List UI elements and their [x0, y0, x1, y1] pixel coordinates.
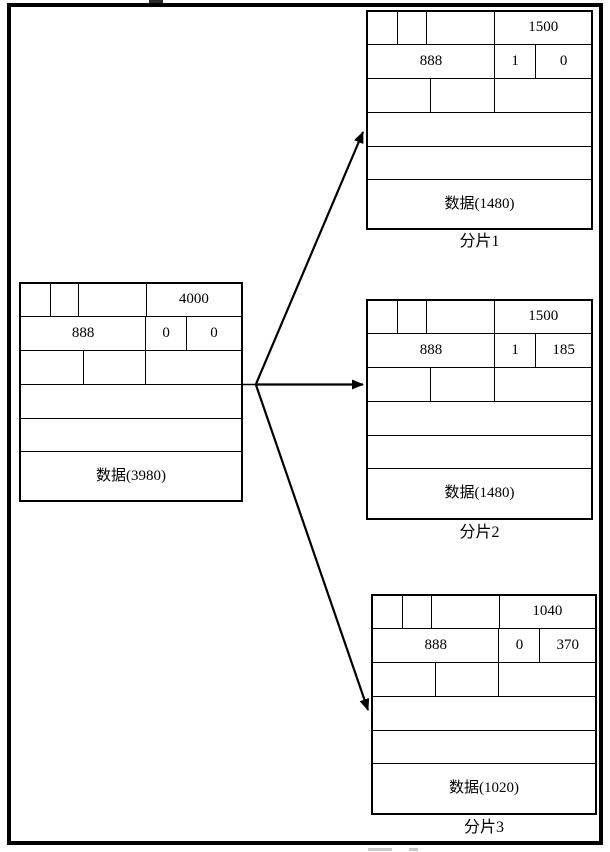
- data-field: 数据(1020): [449, 780, 519, 796]
- tos-field: [426, 301, 494, 333]
- header-row-2: 888 1 185: [368, 332, 591, 367]
- version-field: [21, 284, 50, 316]
- tos-field: [426, 12, 494, 44]
- flags-field: 1: [493, 333, 535, 367]
- fragment-offset-field: 0: [535, 44, 591, 78]
- ttl-field: [368, 79, 430, 112]
- data-row: 数据(1020): [373, 763, 595, 813]
- destination-address-field: [368, 147, 591, 180]
- total-length-field: 4000: [145, 284, 241, 316]
- fragment-2-caption: 分片2: [459, 524, 500, 541]
- destination-address-field: [368, 436, 591, 469]
- source-address-row: [368, 111, 591, 146]
- fragment-offset-field: 0: [185, 316, 241, 350]
- destination-address-row: [368, 145, 591, 180]
- header-row-3: [21, 349, 241, 384]
- source-address-field: [373, 697, 595, 730]
- tos-field: [430, 596, 499, 628]
- header-row-3: [373, 661, 595, 696]
- tos-field: [78, 284, 145, 316]
- data-row: 数据(3980): [21, 451, 241, 500]
- fragment-offset-field: 370: [539, 628, 595, 662]
- ihl-field: [397, 12, 426, 44]
- destination-address-field: [373, 731, 595, 764]
- fragment-3-box: 1040 888 0 370 数据(1020): [371, 594, 597, 815]
- source-address-field: [368, 402, 591, 435]
- data-field: 数据(1480): [444, 195, 515, 212]
- checksum-field: [493, 78, 591, 112]
- total-length-field: 1500: [494, 301, 591, 333]
- source-address-row: [373, 695, 595, 730]
- total-length-field: 1040: [498, 596, 595, 628]
- header-row-1: 4000: [21, 284, 241, 316]
- total-length-field: 1500: [494, 12, 591, 44]
- header-row-1: 1040: [373, 596, 595, 628]
- source-address-row: [21, 383, 241, 418]
- protocol-field: [430, 78, 494, 112]
- destination-address-row: [373, 729, 595, 764]
- bottom-edge-artifact: [368, 848, 392, 851]
- flags-field: 0: [145, 316, 186, 350]
- version-field: [368, 301, 397, 333]
- ihl-field: [50, 284, 78, 316]
- identification-field: 888: [419, 52, 443, 69]
- version-field: [373, 596, 402, 628]
- header-row-2: 888 1 0: [368, 43, 591, 78]
- checksum-field: [498, 662, 595, 696]
- source-address-row: [368, 400, 591, 435]
- flags-field: 1: [493, 44, 535, 78]
- figure-border: [7, 3, 603, 845]
- fragment-offset-field: 185: [535, 333, 591, 367]
- ihl-field: [402, 596, 431, 628]
- fragment-2-box: 1500 888 1 185 数据(1480): [366, 299, 593, 520]
- ttl-field: [368, 368, 430, 401]
- protocol-field: [430, 367, 494, 401]
- data-row: 数据(1480): [368, 468, 591, 518]
- identification-field: 888: [424, 636, 447, 653]
- data-field: 数据(3980): [96, 467, 166, 484]
- version-field: [368, 12, 397, 44]
- identification-field: 888: [71, 324, 95, 341]
- protocol-field: [435, 662, 498, 696]
- destination-address-field: [21, 419, 241, 452]
- identification-field: 888: [419, 341, 443, 358]
- header-row-2: 888 0 370: [373, 627, 595, 662]
- ttl-field: [21, 351, 83, 384]
- ttl-field: [373, 663, 435, 696]
- data-row: 数据(1480): [368, 179, 591, 228]
- checksum-field: [145, 350, 241, 384]
- destination-address-row: [21, 417, 241, 452]
- header-row-3: [368, 77, 591, 112]
- data-field: 数据(1480): [444, 485, 515, 501]
- header-row-1: 1500: [368, 301, 591, 333]
- destination-address-row: [368, 434, 591, 469]
- header-row-3: [368, 366, 591, 401]
- fragment-1-box: 1500 888 1 0 数据(1480): [366, 10, 593, 230]
- header-row-1: 1500: [368, 12, 591, 44]
- source-address-field: [368, 113, 591, 146]
- bottom-edge-artifact: [409, 848, 418, 851]
- fragment-3-caption: 分片3: [463, 819, 504, 836]
- flags-field: 0: [498, 628, 539, 662]
- header-row-2: 888 0 0: [21, 315, 241, 350]
- top-edge-artifact: [149, 0, 163, 3]
- source-address-field: [21, 385, 241, 418]
- original-packet-box: 4000 888 0 0 数据(3980): [19, 282, 243, 502]
- checksum-field: [493, 367, 591, 401]
- protocol-field: [82, 350, 146, 384]
- fragment-1-caption: 分片1: [459, 233, 500, 250]
- ihl-field: [397, 301, 426, 333]
